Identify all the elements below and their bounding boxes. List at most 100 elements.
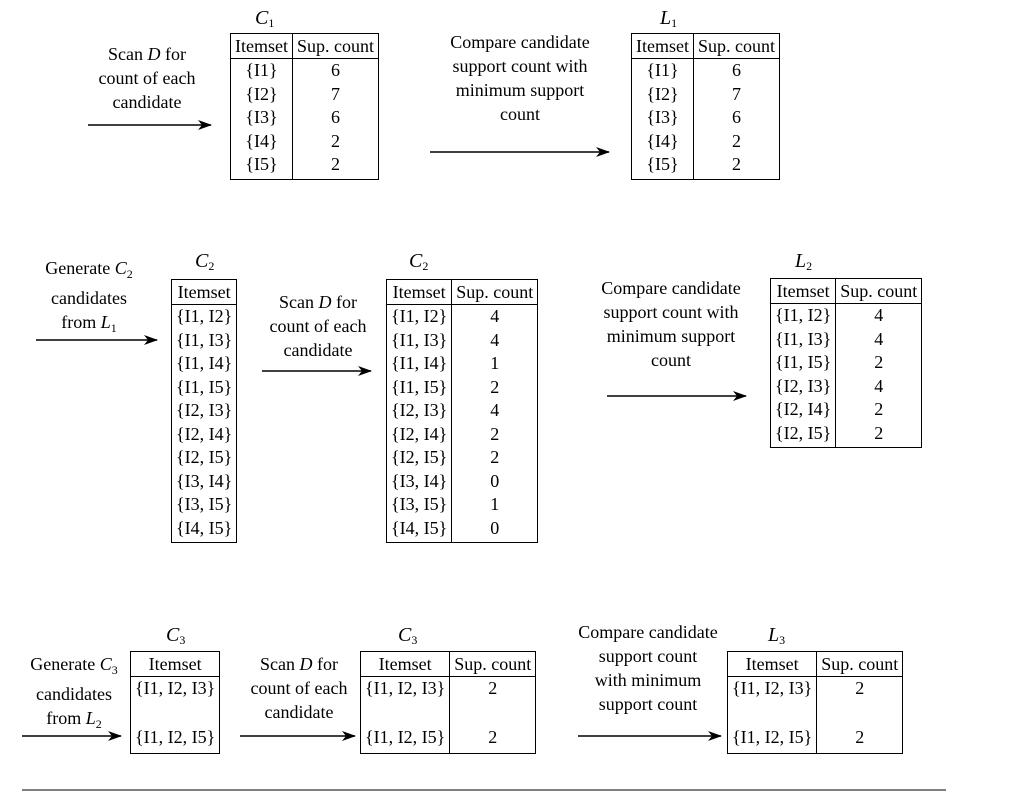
table-row: {I1, I5} <box>170 375 238 399</box>
support-count-cell: 2 <box>449 725 537 754</box>
support-count-cell: 2 <box>835 421 923 448</box>
label-compare-2: Compare candidate support count with min… <box>601 278 741 370</box>
itemset-cell: {I2, I3} <box>769 374 837 398</box>
table-row: {I1, I2, I5} <box>129 725 221 754</box>
table-row: {I1}6 <box>230 58 380 83</box>
itemset-cell: {I1, I5} <box>170 375 238 399</box>
itemset-cell: {I1, I2, I3} <box>129 676 221 725</box>
label-scan-3: Scan D for count of each candidate <box>250 654 348 722</box>
title-l1: L1 <box>660 7 678 30</box>
support-count-cell: 6 <box>292 58 380 83</box>
support-count-header: Sup. count <box>291 33 380 59</box>
table-row: {I1, I2}4 <box>769 303 923 328</box>
itemset-cell: {I1, I2, I5} <box>726 725 818 754</box>
table-row: {I1}6 <box>631 58 781 83</box>
support-count-cell: 0 <box>451 469 539 493</box>
support-count-cell: 2 <box>292 153 380 180</box>
itemset-cell: {I2, I3} <box>170 399 238 423</box>
support-count-cell: 4 <box>451 328 539 352</box>
support-count-cell: 4 <box>451 399 539 423</box>
table-row: {I5}2 <box>631 153 781 180</box>
support-count-cell: 7 <box>292 82 380 106</box>
support-count-cell: 2 <box>816 676 904 725</box>
support-count-cell: 6 <box>693 58 781 83</box>
itemset-cell: {I5} <box>230 153 293 180</box>
support-count-cell: 4 <box>835 374 923 398</box>
itemset-header: Itemset <box>631 33 694 59</box>
table-row: {I3, I4} <box>170 469 238 493</box>
table-row: {I2, I3}4 <box>769 374 923 398</box>
title-c2-counts: C2 <box>409 250 429 273</box>
table-row: {I1, I5}2 <box>769 351 923 375</box>
table-row: {I1, I3} <box>170 328 238 352</box>
table-row: {I1, I3}4 <box>769 327 923 351</box>
itemset-cell: {I2, I3} <box>385 399 453 423</box>
table-row: {I2, I4}2 <box>385 422 539 446</box>
support-count-cell: 2 <box>449 676 537 725</box>
itemset-cell: {I2, I4} <box>385 422 453 446</box>
table-header: Itemset <box>170 279 238 305</box>
itemset-cell: {I4, I5} <box>385 516 453 543</box>
title-l3: L3 <box>768 624 786 647</box>
table-row: {I2, I4} <box>170 422 238 446</box>
support-count-cell: 4 <box>835 303 923 328</box>
itemset-cell: {I3, I4} <box>385 469 453 493</box>
itemset-cell: {I1, I2} <box>170 304 238 329</box>
table-c2-candidates: Itemset{I1, I2}{I1, I3}{I1, I4}{I1, I5}{… <box>170 279 238 543</box>
itemset-cell: {I1, I3} <box>769 327 837 351</box>
support-count-cell: 4 <box>835 327 923 351</box>
itemset-header: Itemset <box>726 651 818 677</box>
support-count-header: Sup. count <box>692 33 781 59</box>
itemset-cell: {I1, I3} <box>170 328 238 352</box>
title-c2-candidates: C2 <box>195 250 215 273</box>
table-row: {I1, I2, I5}2 <box>359 725 537 754</box>
table-row: {I3, I5} <box>170 493 238 517</box>
itemset-cell: {I4} <box>230 129 293 153</box>
table-row: {I4, I5}0 <box>385 516 539 543</box>
itemset-cell: {I2, I5} <box>385 446 453 470</box>
table-row: {I3}6 <box>230 106 380 130</box>
support-count-cell: 0 <box>451 516 539 543</box>
itemset-cell: {I1} <box>631 58 694 83</box>
table-row: {I1, I4} <box>170 352 238 376</box>
title-c3-counts: C3 <box>398 624 418 647</box>
itemset-cell: {I4, I5} <box>170 516 238 543</box>
support-count-header: Sup. count <box>816 651 904 677</box>
itemset-cell: {I2} <box>631 82 694 106</box>
itemset-cell: {I1, I3} <box>385 328 453 352</box>
title-l2: L2 <box>795 250 813 273</box>
table-row: {I1, I2}4 <box>385 304 539 329</box>
table-row: {I3}6 <box>631 106 781 130</box>
title-c1: C1 <box>255 7 275 30</box>
table-row: {I1, I3}4 <box>385 328 539 352</box>
itemset-cell: {I1, I2} <box>385 304 453 329</box>
itemset-cell: {I2, I5} <box>769 421 837 448</box>
table-row: {I3, I4}0 <box>385 469 539 493</box>
table-row: {I2, I3} <box>170 399 238 423</box>
itemset-cell: {I1, I2, I5} <box>129 725 221 754</box>
itemset-cell: {I1, I4} <box>385 352 453 376</box>
support-count-cell: 1 <box>451 352 539 376</box>
support-count-cell: 2 <box>693 153 781 180</box>
itemset-cell: {I2} <box>230 82 293 106</box>
support-count-cell: 2 <box>451 446 539 470</box>
table-row: {I4}2 <box>230 129 380 153</box>
itemset-header: Itemset <box>230 33 293 59</box>
itemset-cell: {I1, I4} <box>170 352 238 376</box>
table-row: {I2, I5}2 <box>385 446 539 470</box>
itemset-cell: {I1, I2, I3} <box>726 676 818 725</box>
support-count-cell: 2 <box>292 129 380 153</box>
table-row: {I2, I5}2 <box>769 421 923 448</box>
table-row: {I1, I2, I5}2 <box>726 725 904 754</box>
